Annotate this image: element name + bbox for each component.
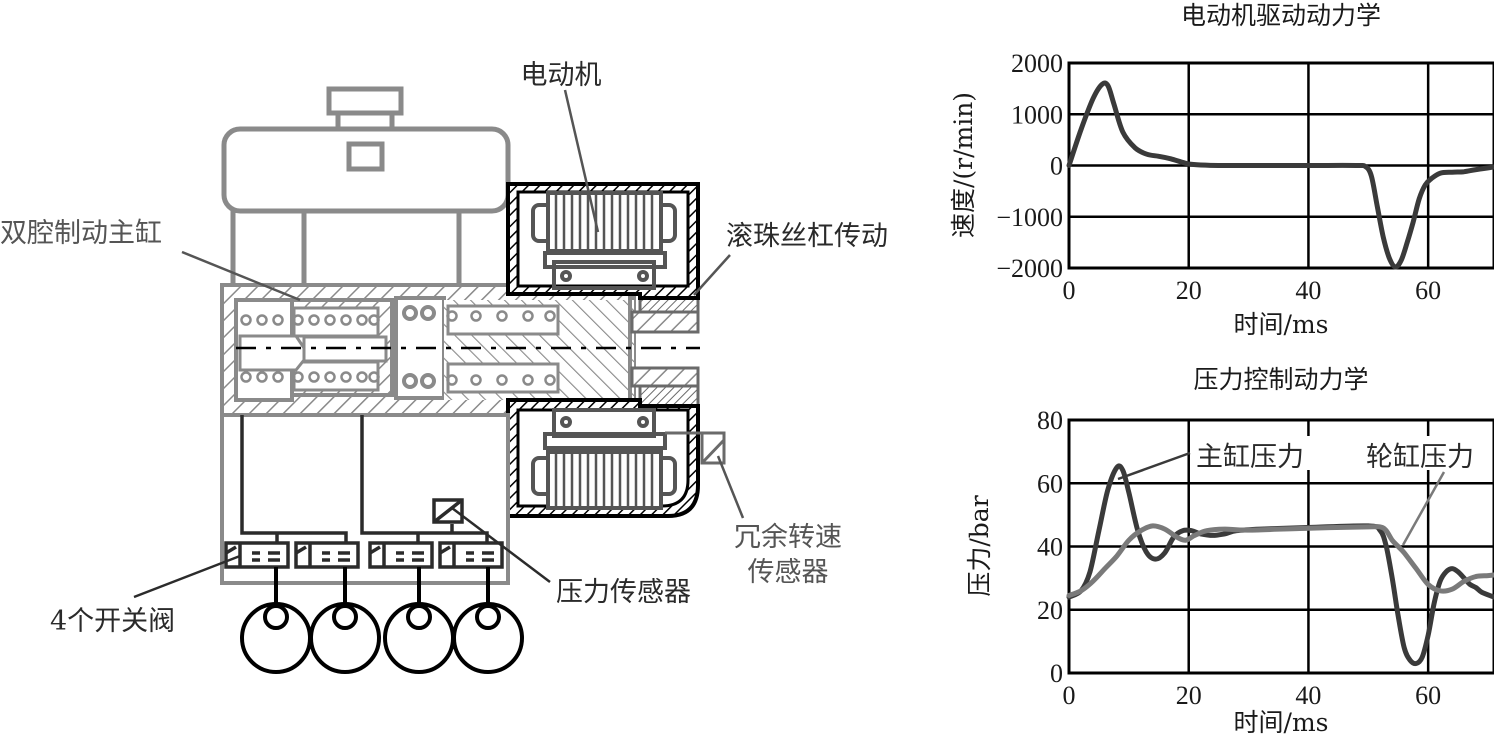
reservoir-tank — [221, 126, 511, 214]
label-redundant-sensor-2: 传感器 — [748, 557, 829, 588]
electric-motor-lower — [506, 398, 726, 518]
brake-system-diagram: 电动机 双腔制动主缸 滚珠丝杠传动 冗余转速 传感器 压力传感器 4个开关阀 — [0, 60, 888, 674]
x-axis-label: 时间/ms — [1234, 708, 1329, 737]
series-line-2 — [1066, 523, 1494, 598]
series-line-1 — [1066, 80, 1494, 270]
y-tick-label: 0 — [1050, 152, 1063, 181]
annotation-master-pressure: 主缸压力 — [1196, 442, 1304, 473]
x-tick-label: 20 — [1176, 276, 1202, 305]
leader-pressure-sensor — [451, 507, 551, 583]
x-tick-label: 60 — [1415, 276, 1441, 305]
switching-valves — [224, 541, 504, 569]
label-ball-screw: 滚珠丝杠传动 — [726, 221, 888, 252]
chart-series — [1066, 463, 1494, 667]
x-tick-label: 60 — [1415, 681, 1441, 710]
brake-fluid-reservoir — [221, 86, 511, 290]
chart-title: 压力控制动力学 — [1193, 365, 1368, 394]
leader-speed-sensor — [716, 455, 745, 519]
pressure-sensor-symbol — [432, 498, 464, 524]
y-tick-label: 1000 — [1011, 100, 1063, 129]
label-valves: 4个开关阀 — [50, 606, 175, 637]
pressure-control-chart: 压力控制动力学 80 60 40 20 0 0 20 40 60 时间/ms 压力/bar 主… — [965, 365, 1494, 737]
y-axis-label: 速度/(r/min) — [949, 92, 978, 238]
springs — [240, 305, 556, 389]
y-tick-label: 60 — [1037, 469, 1063, 498]
redundant-speed-sensor — [665, 431, 726, 465]
label-redundant-sensor-1: 冗余转速 — [734, 522, 842, 553]
hydraulic-unit — [220, 413, 524, 674]
annotation-bg — [1362, 436, 1492, 470]
leader-master-cylinder — [181, 250, 301, 302]
y-tick-label: 80 — [1037, 406, 1063, 435]
y-tick-label: −1000 — [996, 203, 1063, 232]
motor-winding-upper — [554, 193, 654, 250]
electric-motor-upper — [506, 182, 700, 300]
reservoir-window — [346, 141, 385, 172]
wheel-1 — [240, 602, 312, 674]
y-axis-label: 压力/bar — [965, 495, 994, 596]
y-tick-labels: 2000 1000 0 −1000 −2000 — [996, 49, 1063, 283]
valve-1 — [224, 541, 290, 569]
x-tick-label: 0 — [1063, 681, 1076, 710]
x-tick-labels: 0 20 40 60 — [1063, 276, 1442, 305]
master-cylinder — [220, 283, 700, 417]
x-tick-labels: 0 20 40 60 — [1063, 681, 1442, 710]
annotation-leader-master — [1117, 451, 1191, 481]
leader-valves — [133, 554, 241, 599]
y-tick-labels: 80 60 40 20 0 — [1037, 406, 1063, 688]
label-motor: 电动机 — [521, 60, 602, 91]
chart-grid — [1067, 418, 1494, 675]
wheel-2 — [309, 602, 381, 674]
label-pressure-sensor: 压力传感器 — [556, 577, 691, 608]
wheel-3 — [383, 602, 455, 674]
valve-2 — [294, 541, 360, 569]
reservoir-cap — [326, 86, 404, 116]
annotation-wheel-pressure: 轮缸压力 — [1366, 442, 1474, 473]
y-tick-label: −2000 — [996, 254, 1063, 283]
motor-winding-lower — [554, 452, 654, 507]
x-tick-label: 40 — [1295, 681, 1321, 710]
wheel-brakes — [240, 567, 524, 674]
y-tick-label: 20 — [1037, 596, 1063, 625]
y-tick-label: 2000 — [1011, 49, 1063, 78]
x-tick-label: 40 — [1295, 276, 1321, 305]
label-master-cylinder: 双腔制动主缸 — [0, 218, 162, 249]
valve-3 — [368, 541, 434, 569]
annotation-leader-wheel — [1401, 471, 1446, 546]
y-tick-label: 40 — [1037, 533, 1063, 562]
x-tick-label: 20 — [1176, 681, 1202, 710]
valve-4 — [438, 541, 504, 569]
ball-screw-drive — [630, 290, 700, 410]
chart-series — [1066, 80, 1494, 270]
wheel-4 — [452, 602, 524, 674]
chart-annotations: 主缸压力 轮缸压力 — [1117, 436, 1492, 546]
chart-title: 电动机驱动动力学 — [1181, 1, 1381, 30]
y-tick-label: 0 — [1050, 659, 1063, 688]
leader-motor — [563, 89, 600, 233]
leader-ball-screw — [693, 254, 731, 296]
leader-lines — [133, 89, 745, 599]
motor-speed-chart: 电动机驱动动力学 2000 1000 0 −1000 −2000 0 20 40 60 时间/… — [949, 1, 1494, 339]
x-axis-label: 时间/ms — [1234, 310, 1329, 339]
x-tick-label: 0 — [1063, 276, 1076, 305]
annotation-bg — [1193, 436, 1319, 470]
